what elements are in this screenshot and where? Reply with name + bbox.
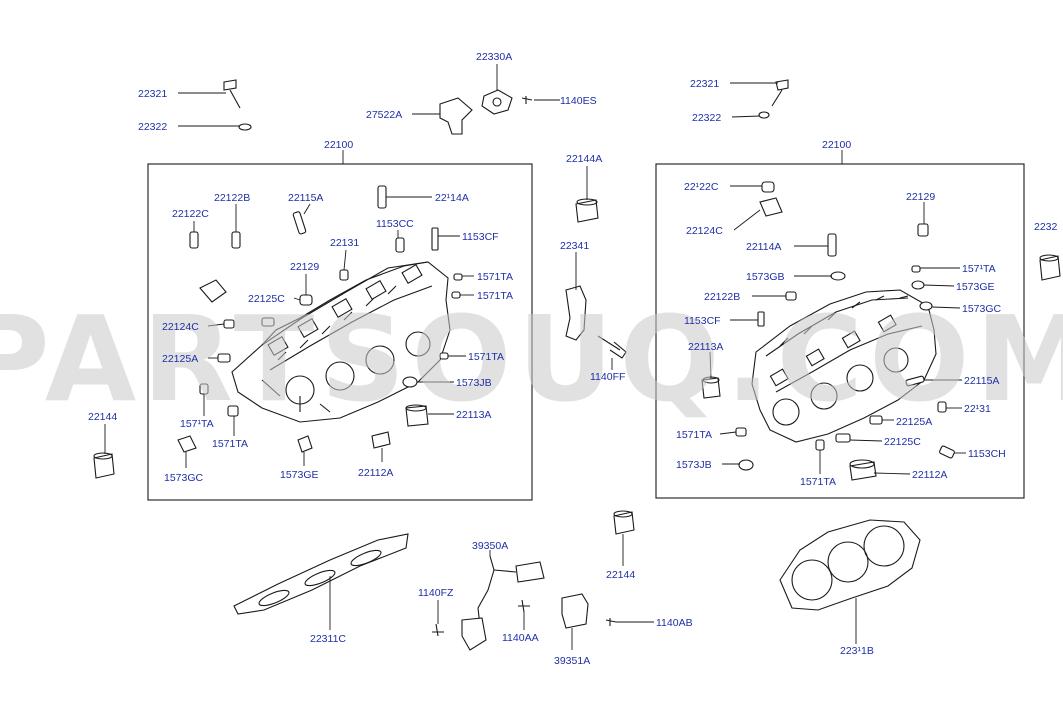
label-22311c[interactable]: 22311C: [310, 633, 346, 645]
label-1153cf-left[interactable]: 1153CF: [462, 231, 499, 243]
label-22122b-left[interactable]: 22122B: [214, 192, 250, 204]
label-22129-left[interactable]: 22129: [290, 261, 319, 273]
label-22321-right[interactable]: 22321: [690, 78, 719, 90]
right-head-assembly-frame: [655, 163, 1025, 499]
label-1573ge-left[interactable]: 1573GE: [280, 469, 319, 481]
label-22322-right[interactable]: 22322: [692, 112, 721, 124]
label-22144-center[interactable]: 22144: [606, 569, 635, 581]
label-1573gc-left[interactable]: 1573GC: [164, 472, 204, 484]
label-22129-right[interactable]: 22129: [906, 191, 935, 203]
label-22122c-right[interactable]: 22¹22C: [684, 181, 719, 193]
left-head-assembly-frame: [147, 163, 533, 501]
label-1571ta-r2[interactable]: 1571TA: [800, 476, 836, 488]
label-22115a-left[interactable]: 22115A: [288, 192, 323, 204]
label-1153cc[interactable]: 1153CC: [376, 218, 414, 230]
label-22311b[interactable]: 223¹1B: [840, 645, 874, 657]
label-39351a[interactable]: 39351A: [554, 655, 590, 667]
label-22322-left[interactable]: 22322: [138, 121, 167, 133]
label-22131-right[interactable]: 22¹31: [964, 403, 991, 415]
right-cylinder-head: [751, 289, 937, 443]
label-1140ab[interactable]: 1140AB: [656, 617, 693, 629]
part-labels: 22321 22322 22330A 27522A 1140ES 22321 2…: [88, 51, 1058, 667]
label-22115a-right[interactable]: 22115A: [964, 375, 999, 387]
label-1571ta-l3[interactable]: 1571TA: [468, 351, 504, 363]
label-2232-edge[interactable]: 2232: [1034, 221, 1058, 233]
label-1140fz[interactable]: 1140FZ: [418, 587, 454, 599]
head-gasket-right: [779, 519, 921, 611]
label-22131-left[interactable]: 22131: [330, 237, 359, 249]
label-22341[interactable]: 22341: [560, 240, 589, 252]
label-1153ch[interactable]: 1153CH: [968, 448, 1006, 460]
label-1573gb[interactable]: 1573GB: [746, 271, 785, 283]
label-1571ta-l2[interactable]: 1571TA: [477, 290, 513, 302]
label-22114a-left[interactable]: 22¹14A: [435, 192, 469, 204]
label-1140es[interactable]: 1140ES: [560, 95, 597, 107]
label-22122b-right[interactable]: 22122B: [704, 291, 740, 303]
label-22124c-left[interactable]: 22124C: [162, 321, 199, 333]
label-1571ta-r3[interactable]: 157¹TA: [962, 263, 996, 275]
label-22125c-right[interactable]: 22125C: [884, 436, 921, 448]
left-cylinder-head: [231, 261, 451, 423]
leader-lines: [104, 64, 966, 650]
label-1573jb-right[interactable]: 1573JB: [676, 459, 712, 471]
label-1573jb-left[interactable]: 1573JB: [456, 377, 492, 389]
label-1571ta-l4[interactable]: 157¹TA: [180, 418, 214, 430]
label-27522a[interactable]: 27522A: [366, 109, 402, 121]
label-1571ta-l1[interactable]: 1571TA: [477, 271, 513, 283]
label-22124c-right[interactable]: 22124C: [686, 225, 723, 237]
label-1573ge-right[interactable]: 1573GE: [956, 281, 995, 293]
head-gasket-left: [233, 533, 409, 615]
label-39350a[interactable]: 39350A: [472, 540, 508, 552]
label-1153cf-right[interactable]: 1153CF: [684, 315, 721, 327]
label-1573gc-right[interactable]: 1573GC: [962, 303, 1002, 315]
label-22125c-left[interactable]: 22125C: [248, 293, 285, 305]
label-22100-right[interactable]: 22100: [822, 139, 851, 151]
label-1140ff[interactable]: 1140FF: [590, 371, 625, 383]
label-22113a-right[interactable]: 22113A: [688, 341, 723, 353]
label-22112a-right[interactable]: 22112A: [912, 469, 947, 481]
label-1571ta-l5[interactable]: 1571TA: [212, 438, 248, 450]
label-22112a-left[interactable]: 22112A: [358, 467, 393, 479]
label-22321-left[interactable]: 22321: [138, 88, 167, 100]
right-small-parts: [701, 79, 1061, 481]
label-1571ta-r1[interactable]: 1571TA: [676, 429, 712, 441]
center-small-parts: [432, 198, 635, 651]
label-22100-left[interactable]: 22100: [324, 139, 353, 151]
left-small-parts: [93, 79, 533, 479]
label-22144-left[interactable]: 22144: [88, 411, 117, 423]
partsouq-watermark: PARTSOUQ.COM: [0, 290, 1063, 428]
label-1140aa[interactable]: 1140AA: [502, 632, 539, 644]
label-22113a-left[interactable]: 22113A: [456, 409, 491, 421]
label-22122c-left[interactable]: 22122C: [172, 208, 209, 220]
label-22330a[interactable]: 22330A: [476, 51, 512, 63]
label-22125a-left[interactable]: 22125A: [162, 353, 198, 365]
label-22144a[interactable]: 22144A: [566, 153, 602, 165]
label-22114a-right[interactable]: 22114A: [746, 241, 781, 253]
label-22125a-right[interactable]: 22125A: [896, 416, 932, 428]
